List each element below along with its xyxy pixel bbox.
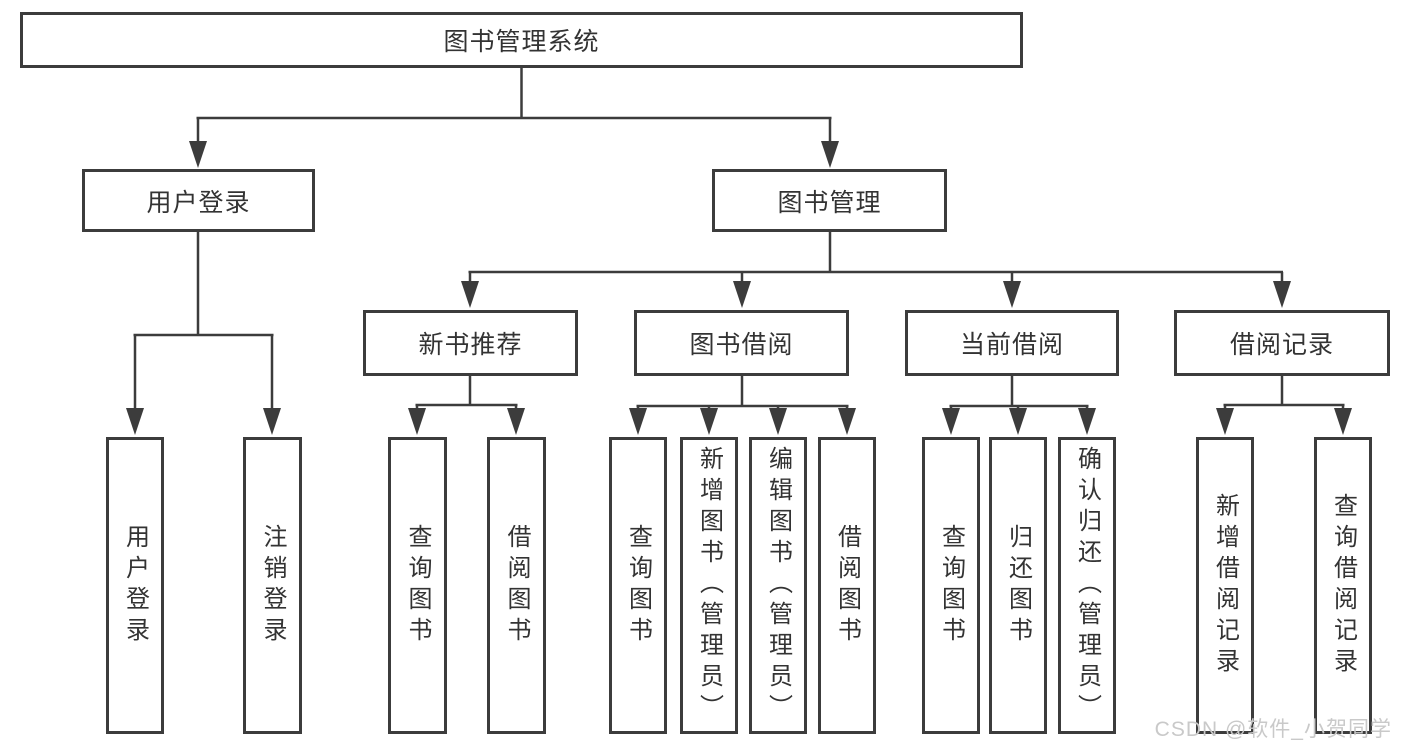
node-label: 注销登录 xyxy=(259,523,286,648)
leaf-query-books-recommendation: 查询图书 xyxy=(388,437,447,734)
leaf-query-books-borrowing: 查询图书 xyxy=(609,437,667,734)
node-label: 新增图书（管理员） xyxy=(695,446,723,725)
node-label: 用户登录 xyxy=(146,188,251,217)
node-label: 图书借阅 xyxy=(689,331,794,359)
node-label: 当前借阅 xyxy=(959,331,1064,359)
node-label: 编辑图书（管理员） xyxy=(764,446,792,725)
node-new-book-recommendation: 新书推荐 xyxy=(363,310,578,376)
node-borrowing-records: 借阅记录 xyxy=(1174,310,1390,376)
leaf-edit-book-admin: 编辑图书（管理员） xyxy=(749,437,807,734)
leaf-query-books-current: 查询图书 xyxy=(922,437,980,734)
arrowhead-icons xyxy=(126,141,1352,435)
leaf-borrow-books-borrowing: 借阅图书 xyxy=(818,437,876,734)
leaf-borrow-books-recommendation: 借阅图书 xyxy=(487,437,546,734)
node-label: 归还图书 xyxy=(1004,523,1032,648)
node-book-management-branch: 图书管理 xyxy=(712,169,947,232)
node-label: 查询图书 xyxy=(937,523,965,648)
leaf-confirm-return-admin: 确认归还（管理员） xyxy=(1058,437,1116,734)
node-label: 图书管理系统 xyxy=(443,28,600,56)
leaf-add-book-admin: 新增图书（管理员） xyxy=(680,437,738,734)
node-label: 图书管理 xyxy=(777,188,882,217)
leaf-return-books: 归还图书 xyxy=(989,437,1047,734)
node-label: 用户登录 xyxy=(121,523,149,648)
node-label: 查询图书 xyxy=(624,523,652,648)
node-book-borrowing: 图书借阅 xyxy=(634,310,849,376)
node-label: 借阅图书 xyxy=(833,523,861,648)
csdn-watermark: CSDN @软件_小贺同学 xyxy=(1154,718,1392,741)
node-label: 借阅图书 xyxy=(503,523,530,648)
node-label: 新书推荐 xyxy=(418,331,523,359)
node-label: 查询图书 xyxy=(404,523,431,648)
node-label: 借阅记录 xyxy=(1229,331,1334,359)
leaf-add-borrow-record: 新增借阅记录 xyxy=(1196,437,1254,734)
node-library-management-system: 图书管理系统 xyxy=(20,12,1023,68)
node-label: 确认归还（管理员） xyxy=(1073,446,1101,725)
leaf-logout: 注销登录 xyxy=(243,437,302,734)
node-current-borrowing: 当前借阅 xyxy=(905,310,1119,376)
leaf-query-borrow-record: 查询借阅记录 xyxy=(1314,437,1372,734)
node-user-login-branch: 用户登录 xyxy=(82,169,315,232)
leaf-user-login: 用户登录 xyxy=(106,437,164,734)
node-label: 查询借阅记录 xyxy=(1329,492,1357,679)
node-label: 新增借阅记录 xyxy=(1211,492,1239,679)
